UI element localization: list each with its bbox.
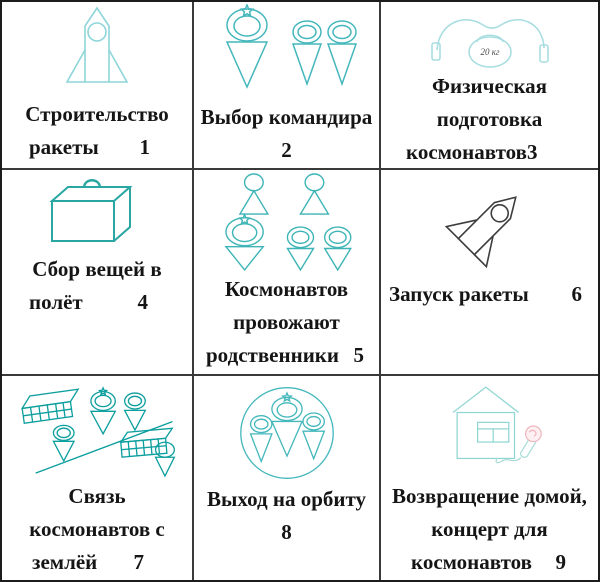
caption-step-9: Возвращение домой, концерт для космонавт… [381,480,598,579]
caption-step-3: Физическая подготовка космонавтов 3 [381,70,598,168]
caption-word: землёй [32,550,98,574]
caption-line-with-number: Запуск ракеты 6 [381,278,598,311]
step-number: 3 [526,140,538,164]
communication-icon [2,376,192,478]
step-number: 6 [571,282,583,306]
cell-step-1: Строительство ракеты 1 [2,2,192,168]
caption-word: полёт [29,290,83,314]
launch-rocket-icon [381,170,598,273]
caption-line: Сбор вещей в [32,257,162,281]
caption-step-1: Строительство ракеты 1 [2,98,192,164]
caption-line: Связь [68,484,126,508]
caption-line: Космонавтов [224,277,349,301]
caption-word: космонавтов [406,140,527,164]
cell-step-9: Возвращение домой, концерт для космонавт… [381,376,598,580]
caption-line: космонавтов с [29,517,165,541]
cell-step-5: Космонавтов провожают родственники 5 [194,170,379,374]
weights-icon: 20 кг [381,2,598,70]
house-microphone-icon [381,376,598,465]
caption-line: Выбор командира [200,105,373,129]
caption-step-6: Запуск ракеты 6 [381,278,598,311]
step-number: 4 [137,290,149,314]
caption-word: космонавтов [411,550,532,574]
caption-line-with-number: космонавтов 9 [381,546,598,579]
step-number: 9 [555,550,567,574]
caption-line-with-number: ракеты 1 [2,131,192,164]
caption-line-with-number: космонавтов 3 [381,136,598,168]
step-number: 2 [281,138,292,162]
caption-word: Запуск ракеты [389,282,529,306]
caption-line: Возвращение домой, [392,484,587,508]
cell-step-8: Выход на орбиту 8 [194,376,379,580]
caption-word: родственники [206,343,339,367]
cell-step-6: Запуск ракеты 6 [381,170,598,374]
caption-line-with-number: родственники 5 [194,339,379,372]
commander-cones-icon [194,2,379,89]
cell-step-7: Связь космонавтов с землёй 7 [2,376,192,580]
step-number: 7 [133,550,145,574]
cell-step-2: Выбор командира 2 [194,2,379,168]
rocket-icon [2,2,192,84]
caption-line: провожают [233,310,340,334]
caption-word: ракеты [29,135,99,159]
caption-step-5: Космонавтов провожают родственники 5 [194,273,379,372]
farewell-figures-icon [194,170,379,271]
cell-step-3: 20 кг Физическая подготовка космонавтов … [381,2,598,168]
caption-step-8: Выход на орбиту 8 [194,483,379,549]
caption-line: концерт для [431,517,548,541]
caption-step-7: Связь космонавтов с землёй 7 [2,480,192,579]
caption-line-with-number: землёй 7 [2,546,192,579]
suitcase-icon [2,170,192,245]
caption-line: Выход на орбиту [206,487,367,511]
step-number: 5 [353,343,365,367]
caption-line: подготовка [436,107,543,131]
cell-step-4: Сбор вещей в полёт 4 [2,170,192,374]
caption-step-4: Сбор вещей в полёт 4 [2,253,192,319]
step-number: 8 [281,520,292,544]
kettlebell-weight-label: 20 кг [480,47,499,57]
caption-line: Физическая [431,74,548,98]
step-number: 1 [139,135,151,159]
orbit-icon [194,376,379,481]
caption-line: Строительство [25,102,169,126]
caption-step-2: Выбор командира 2 [194,101,379,167]
caption-line-with-number: полёт 4 [2,286,192,319]
